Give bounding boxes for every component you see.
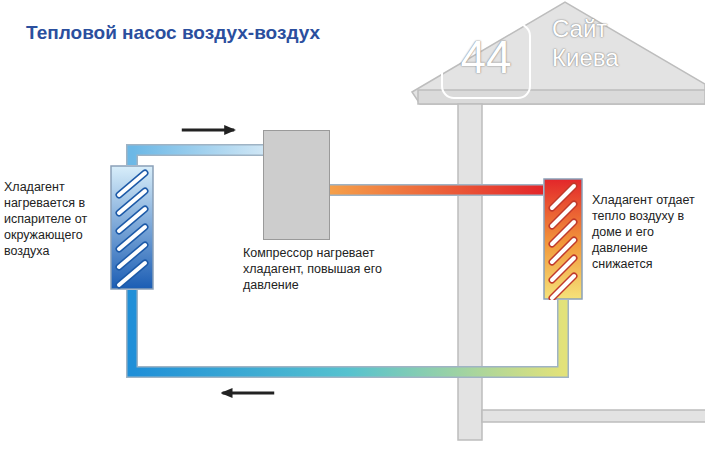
refrigerant-pipe [330, 190, 543, 191]
diagram-title: Тепловой насос воздух-воздух [26, 22, 320, 44]
flow-arrow [223, 392, 275, 395]
watermark: Сайт Киева [552, 14, 632, 72]
floor [482, 410, 705, 422]
watermark-frame [442, 24, 530, 98]
pipe-outline [132, 290, 563, 372]
coil-fin [552, 276, 574, 298]
evaporator-coil: Хладагент нагревается в испарителе от ок… [110, 165, 154, 290]
compressor-box: Компрессор нагревает хладагент, повышая … [263, 130, 330, 240]
refrigerant-pipe [132, 290, 563, 393]
node-caption: Компрессор нагревает хладагент, повышая … [243, 245, 383, 293]
wall [458, 104, 482, 440]
coil-fin [552, 276, 574, 298]
coil-body [544, 179, 582, 299]
coil-body [111, 166, 153, 289]
flow-arrow [182, 129, 234, 132]
coil-fin [119, 263, 145, 285]
coil-outline [543, 178, 583, 300]
pipe-fill [330, 186, 543, 195]
pipe-outline [330, 184, 543, 196]
watermark: 44 [446, 30, 526, 85]
coil-outline [110, 165, 154, 290]
coil-fin [119, 263, 145, 285]
pipe-fill [132, 290, 563, 372]
refrigerant-pipe [132, 130, 263, 165]
node-caption: Хладагент нагревается в испарителе от ок… [4, 179, 104, 259]
pipe-outline [132, 150, 263, 165]
pipe-fill [132, 150, 263, 165]
node-caption: Хладагент отдает тепло воздуху в доме и … [592, 192, 704, 272]
roof [412, 2, 705, 104]
condenser-coil: Хладагент отдает тепло воздуху в доме и … [543, 178, 583, 300]
